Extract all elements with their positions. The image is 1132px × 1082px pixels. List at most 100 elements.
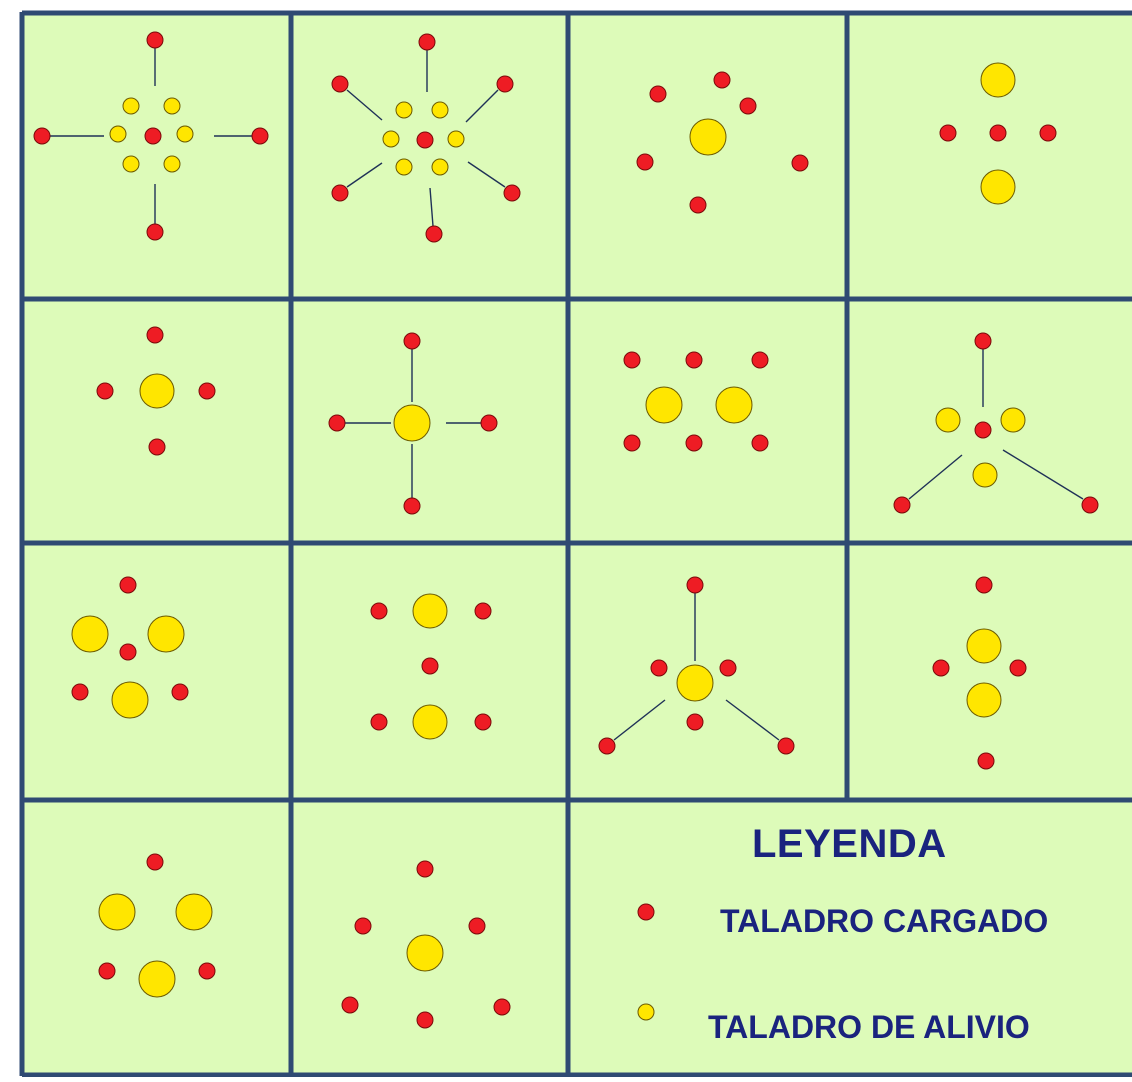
connector-line bbox=[1002, 449, 1084, 500]
charged-hole bbox=[144, 127, 162, 145]
relief-hole bbox=[689, 118, 727, 156]
relief-hole bbox=[395, 158, 413, 176]
connector-line bbox=[467, 161, 506, 188]
charged-hole bbox=[119, 576, 137, 594]
pattern-9 bbox=[71, 576, 189, 719]
charged-hole bbox=[370, 602, 388, 620]
pattern-14 bbox=[341, 860, 511, 1029]
charged-hole bbox=[686, 576, 704, 594]
charged-hole bbox=[685, 351, 703, 369]
relief-hole bbox=[393, 404, 431, 442]
relief-hole bbox=[715, 386, 753, 424]
charged-hole bbox=[598, 737, 616, 755]
charged-hole bbox=[975, 576, 993, 594]
charged-hole bbox=[623, 434, 641, 452]
charged-hole bbox=[416, 860, 434, 878]
charged-hole bbox=[468, 917, 486, 935]
relief-hole bbox=[966, 682, 1002, 718]
pattern-4 bbox=[939, 62, 1057, 205]
charged-hole bbox=[403, 332, 421, 350]
relief-hole bbox=[163, 155, 181, 173]
connector-line bbox=[465, 89, 499, 123]
charged-hole bbox=[623, 351, 641, 369]
charged-hole bbox=[71, 683, 89, 701]
relief-hole bbox=[175, 893, 213, 931]
relief-hole bbox=[645, 386, 683, 424]
charged-hole bbox=[331, 75, 349, 93]
charged-hole bbox=[493, 998, 511, 1016]
charged-hole bbox=[777, 737, 795, 755]
charged-hole bbox=[686, 713, 704, 731]
pattern-1 bbox=[33, 31, 269, 241]
legend-symbol-relief-hole bbox=[637, 1003, 655, 1021]
charged-hole bbox=[146, 853, 164, 871]
charged-hole bbox=[146, 326, 164, 344]
legend-title: LEYENDA bbox=[752, 822, 947, 866]
charged-hole bbox=[636, 153, 654, 171]
charged-hole bbox=[650, 659, 668, 677]
relief-hole bbox=[972, 462, 998, 488]
relief-hole bbox=[98, 893, 136, 931]
relief-hole bbox=[395, 101, 413, 119]
legend-label-charged-hole: TALADRO CARGADO bbox=[720, 903, 1049, 939]
connector-line bbox=[725, 699, 780, 741]
charged-hole bbox=[689, 196, 707, 214]
charged-hole bbox=[33, 127, 51, 145]
charged-hole bbox=[416, 131, 434, 149]
charged-hole bbox=[974, 421, 992, 439]
relief-hole bbox=[122, 155, 140, 173]
relief-hole bbox=[447, 130, 465, 148]
relief-hole bbox=[111, 681, 149, 719]
relief-hole bbox=[980, 62, 1016, 98]
grid-lines bbox=[19, 10, 1132, 1078]
pattern-5 bbox=[96, 326, 216, 456]
charged-hole bbox=[425, 225, 443, 243]
charged-hole bbox=[354, 917, 372, 935]
charged-hole bbox=[370, 713, 388, 731]
relief-hole bbox=[935, 407, 961, 433]
connector-line bbox=[429, 187, 434, 227]
relief-hole bbox=[71, 615, 109, 653]
charged-hole bbox=[739, 97, 757, 115]
charged-hole bbox=[119, 643, 137, 661]
pattern-10 bbox=[370, 593, 492, 740]
relief-hole bbox=[966, 628, 1002, 664]
charged-hole bbox=[341, 996, 359, 1014]
charged-hole bbox=[474, 602, 492, 620]
charged-hole bbox=[474, 713, 492, 731]
charged-hole bbox=[148, 438, 166, 456]
charged-hole bbox=[171, 683, 189, 701]
relief-hole bbox=[122, 97, 140, 115]
charged-hole bbox=[421, 657, 439, 675]
relief-hole bbox=[109, 125, 127, 143]
charged-hole bbox=[146, 223, 164, 241]
charged-hole bbox=[503, 184, 521, 202]
charged-hole bbox=[418, 33, 436, 51]
pattern-8 bbox=[893, 332, 1099, 514]
charged-hole bbox=[98, 962, 116, 980]
charged-hole bbox=[1039, 124, 1057, 142]
charged-hole bbox=[719, 659, 737, 677]
charged-hole bbox=[496, 75, 514, 93]
charged-hole bbox=[331, 184, 349, 202]
pattern-12 bbox=[932, 576, 1027, 770]
relief-hole bbox=[406, 934, 444, 972]
pattern-6 bbox=[328, 332, 498, 515]
charged-hole bbox=[932, 659, 950, 677]
charged-hole bbox=[1009, 659, 1027, 677]
relief-hole bbox=[412, 704, 448, 740]
charged-hole bbox=[893, 496, 911, 514]
charged-hole bbox=[939, 124, 957, 142]
connector-line bbox=[346, 89, 383, 121]
charged-hole bbox=[649, 85, 667, 103]
charged-hole bbox=[751, 434, 769, 452]
charged-hole bbox=[146, 31, 164, 49]
charged-hole bbox=[96, 382, 114, 400]
charged-hole bbox=[989, 124, 1007, 142]
charged-hole bbox=[416, 1011, 434, 1029]
relief-hole bbox=[980, 169, 1016, 205]
relief-hole bbox=[676, 664, 714, 702]
relief-hole bbox=[138, 960, 176, 998]
